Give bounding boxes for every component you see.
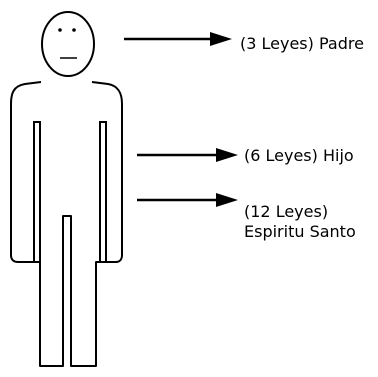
label-padre: (3 Leyes) Padre (240, 34, 364, 53)
body-outline (10, 81, 123, 367)
right-eye (72, 28, 76, 32)
left-arm-gap (33, 121, 41, 262)
right-arm-gap (99, 121, 107, 262)
arrow-espiritu (137, 193, 238, 207)
label-espiritu-line1: (12 Leyes) (244, 202, 329, 221)
label-hijo: (6 Leyes) Hijo (244, 146, 354, 165)
left-eye (58, 28, 62, 32)
arrow-padre (124, 32, 232, 46)
arrow-hijo (137, 148, 238, 162)
label-espiritu-santo: (12 Leyes) Espiritu Santo (244, 202, 356, 242)
head-outline (41, 11, 95, 77)
label-espiritu-line2: Espiritu Santo (244, 222, 356, 241)
